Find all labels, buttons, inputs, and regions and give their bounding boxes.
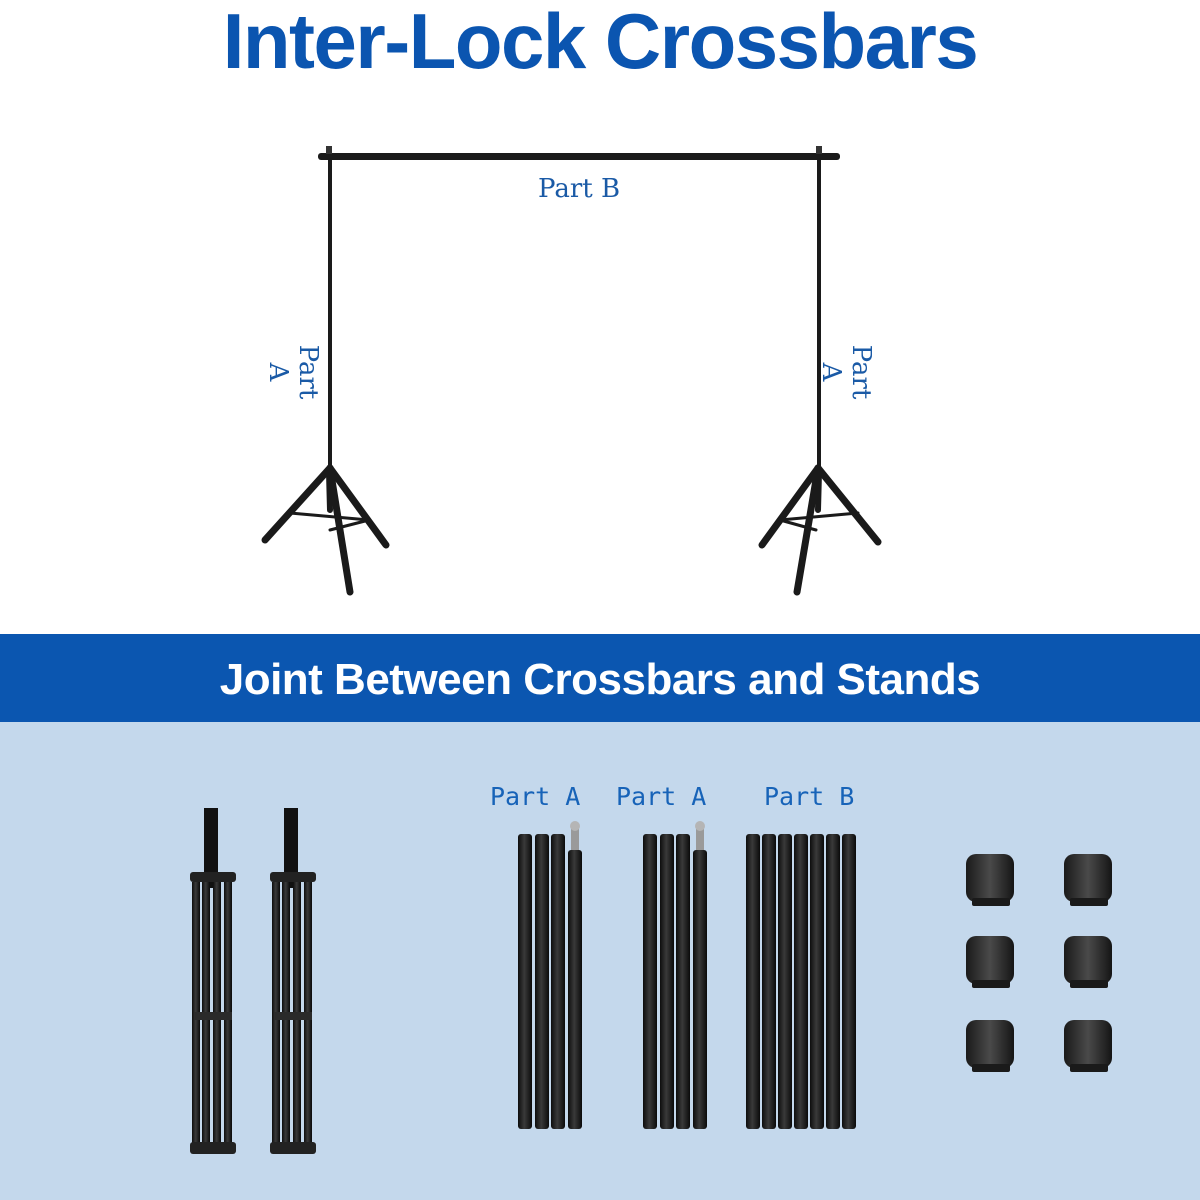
crossbar-tubes-part-a-2 bbox=[643, 821, 707, 1129]
left-stand bbox=[261, 158, 390, 596]
spring-clip bbox=[966, 854, 1014, 906]
part-a-label-1: Part A bbox=[490, 782, 581, 811]
spring-clip bbox=[1064, 854, 1112, 906]
left-stand-label: Part A bbox=[263, 344, 323, 400]
crossbar-tubes-part-b bbox=[746, 834, 856, 1129]
crossbar-tubes-part-a-1 bbox=[518, 821, 582, 1129]
section-banner: Joint Between Crossbars and Stands bbox=[0, 634, 1200, 722]
crossbar bbox=[318, 146, 840, 160]
part-b-label: Part B bbox=[764, 782, 855, 811]
parts-illustration bbox=[190, 808, 1112, 1154]
section-heading: Joint Between Crossbars and Stands bbox=[219, 655, 981, 704]
part-a-label-2: Part A bbox=[616, 782, 707, 811]
spring-clips bbox=[966, 854, 1112, 1072]
crossbar-label: Part B bbox=[538, 174, 621, 204]
page-title: Inter-Lock Crossbars bbox=[222, 0, 979, 85]
spring-clip bbox=[966, 1020, 1014, 1072]
folded-stand-left bbox=[190, 808, 236, 1154]
right-stand-label: Part A bbox=[816, 344, 876, 400]
spring-clip bbox=[1064, 1020, 1112, 1072]
folded-stand-right bbox=[270, 808, 316, 1154]
spring-clip bbox=[1064, 936, 1112, 988]
right-stand bbox=[758, 158, 882, 596]
backdrop-stand-illustration bbox=[261, 146, 882, 596]
spring-clip bbox=[966, 936, 1014, 988]
